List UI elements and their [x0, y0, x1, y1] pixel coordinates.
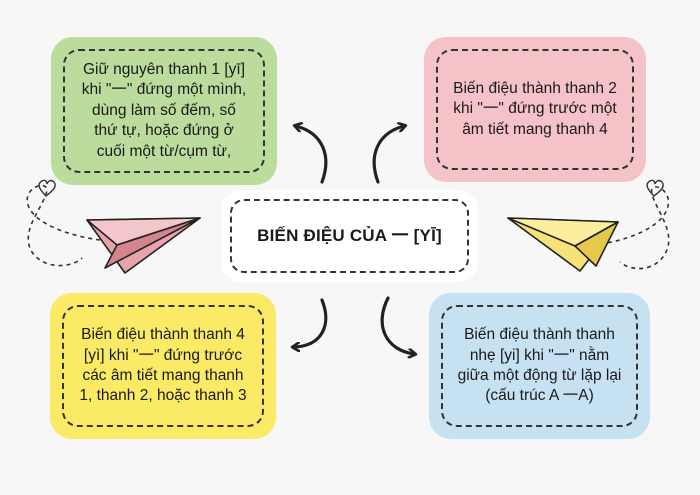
card-top-right: Biến điệu thành thanh 2 khi "一" đứng trư…: [424, 37, 646, 182]
card-bottom-left-text: Biến điệu thành thanh 4 [yì] khi "一" đứn…: [62, 305, 264, 427]
curved-arrow-icon: [296, 126, 328, 184]
heart-icon: [646, 179, 664, 197]
card-bottom-left: Biến điệu thành thanh 4 [yì] khi "一" đứn…: [50, 293, 276, 439]
center-title-box: BIẾN ĐIỆU CỦA 一 [YĪ]: [221, 190, 478, 282]
card-top-right-text: Biến điệu thành thanh 2 khi "一" đứng trư…: [436, 49, 634, 170]
card-bottom-right: Biến điệu thành thanh nhẹ [yi] khi "一" n…: [429, 293, 650, 439]
curved-arrow-icon: [294, 298, 328, 347]
paper-plane-icon: [86, 217, 201, 274]
paper-plane-icon: [507, 217, 619, 272]
heart-icon: [38, 179, 56, 197]
center-title: BIẾN ĐIỆU CỦA 一 [YĪ]: [230, 199, 469, 273]
card-top-left: Giữ nguyên thanh 1 [yī] khi "一" đứng một…: [51, 37, 277, 185]
curved-arrow-icon: [372, 126, 404, 184]
card-bottom-right-text: Biến điệu thành thanh nhẹ [yi] khi "一" n…: [441, 305, 638, 427]
curved-arrow-icon: [380, 296, 414, 354]
card-top-left-text: Giữ nguyên thanh 1 [yī] khi "一" đứng một…: [63, 49, 265, 173]
